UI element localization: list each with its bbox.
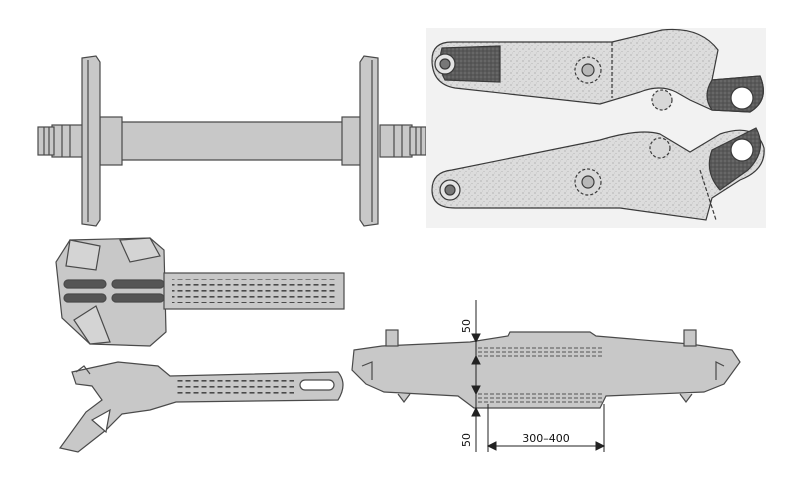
dimension-lines: [471, 300, 606, 452]
knuckle-bottom: [431, 127, 765, 221]
coupler-side-body: [58, 361, 344, 453]
knuckles-figure: [426, 28, 766, 228]
column-right: [683, 329, 697, 347]
dimension-bottom-label: 50: [460, 433, 473, 447]
side-frame-figure: 50 50 300–400: [351, 300, 741, 452]
dimension-range-label: 300–400: [522, 432, 570, 445]
journal-right-end: [409, 126, 427, 156]
coupler-lock-top-figure: [55, 237, 345, 347]
journal-right: [379, 124, 413, 158]
knuckle-top: [431, 28, 764, 113]
slot-4: [111, 293, 165, 303]
journal-left-end: [37, 126, 55, 156]
coupler-lock-side-figure: [58, 361, 344, 453]
wheel-left: [81, 55, 101, 227]
journal-left: [51, 124, 85, 158]
side-frame-body: [351, 331, 741, 409]
axle-body: [117, 121, 347, 161]
slot-3: [111, 279, 165, 289]
wheel-right: [359, 55, 379, 227]
coupler-side-eye: [299, 379, 335, 391]
wheelset-figure: [37, 55, 427, 227]
column-left: [385, 329, 399, 347]
dimension-top-label: 50: [460, 319, 473, 333]
slot-2: [63, 293, 107, 303]
slot-1: [63, 279, 107, 289]
axle-hub-left: [99, 116, 123, 166]
